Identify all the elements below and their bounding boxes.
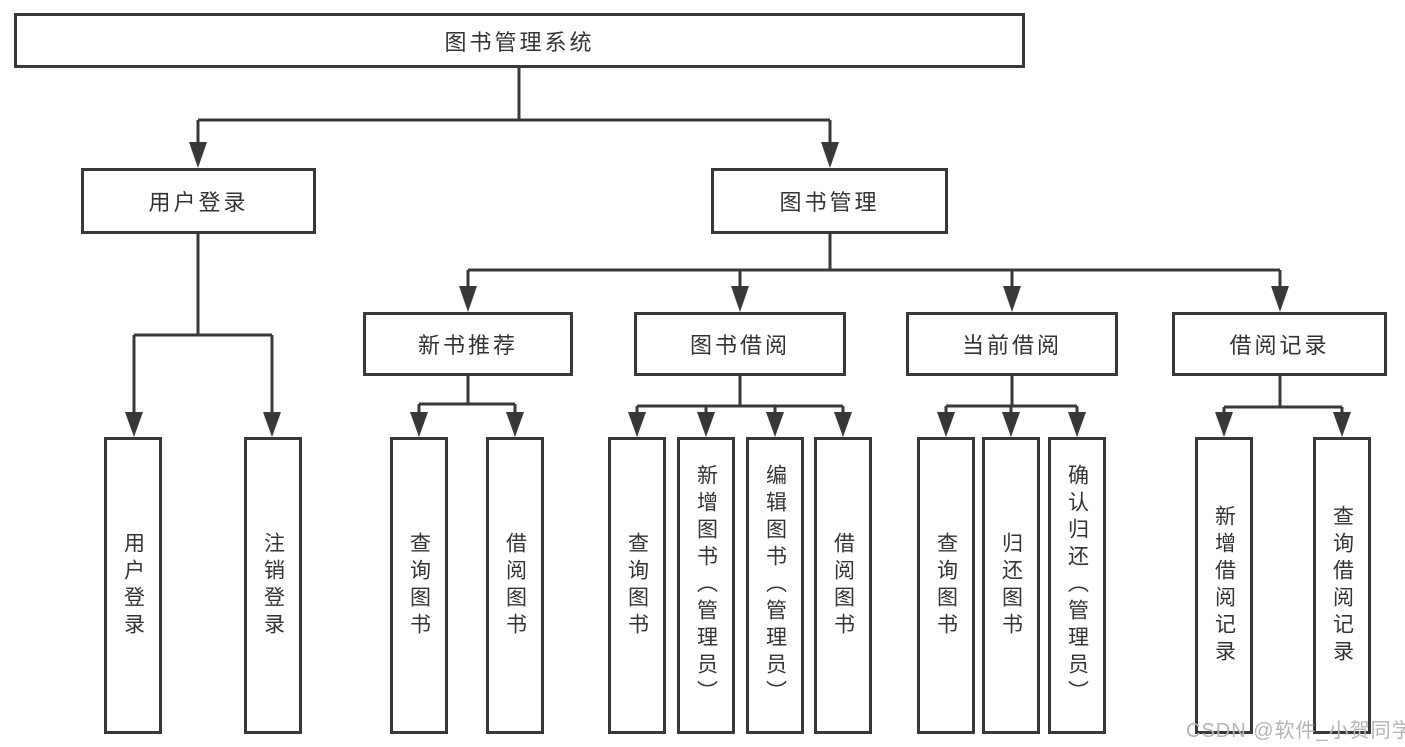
node-label: 借阅记录 <box>1229 333 1330 358</box>
node-user-login: 用户登录 <box>81 168 316 234</box>
node-label: 编辑图书（管理员） <box>763 464 787 707</box>
node-leaf-query-books-current: 查询图书 <box>917 437 975 734</box>
node-leaf-add-books-admin: 新增图书（管理员） <box>677 437 735 734</box>
node-label: 归还图书 <box>999 531 1023 640</box>
node-new-book-recommend: 新书推荐 <box>363 312 573 376</box>
node-label: 查询图书 <box>934 531 958 640</box>
node-book-borrowing: 图书借阅 <box>634 312 846 376</box>
node-leaf-edit-books-admin: 编辑图书（管理员） <box>746 437 804 734</box>
node-label: 图书管理 <box>779 190 880 215</box>
node-label: 新增图书（管理员） <box>694 464 718 707</box>
node-book-management: 图书管理 <box>711 168 948 234</box>
node-label: 图书管理系统 <box>444 29 595 55</box>
node-label: 用户登录 <box>148 190 249 215</box>
node-leaf-logout: 注销登录 <box>244 437 302 734</box>
node-label: 借阅图书 <box>503 531 527 640</box>
node-label: 图书借阅 <box>689 333 790 358</box>
csdn-watermark: CSDN @软件_小贺同学 <box>1186 720 1405 742</box>
node-label: 确认归还（管理员） <box>1065 464 1089 707</box>
node-label: 用户登录 <box>121 531 145 640</box>
node-label: 新书推荐 <box>417 333 518 358</box>
node-label: 注销登录 <box>261 531 285 640</box>
node-leaf-user-login: 用户登录 <box>104 437 162 734</box>
node-label: 查询借阅记录 <box>1330 504 1354 667</box>
node-leaf-borrow-books-recommend: 借阅图书 <box>486 437 544 734</box>
node-leaf-return-books: 归还图书 <box>982 437 1040 734</box>
node-label: 当前借阅 <box>961 333 1062 358</box>
node-label: 查询图书 <box>625 531 649 640</box>
node-current-borrowing: 当前借阅 <box>906 312 1118 376</box>
node-leaf-query-borrow-record: 查询借阅记录 <box>1313 437 1371 734</box>
node-leaf-add-borrow-record: 新增借阅记录 <box>1195 437 1253 734</box>
node-label: 借阅图书 <box>831 531 855 640</box>
node-leaf-query-books-borrowing: 查询图书 <box>608 437 666 734</box>
node-leaf-borrow-books: 借阅图书 <box>814 437 872 734</box>
node-label: 查询图书 <box>407 531 431 640</box>
node-leaf-confirm-return-admin: 确认归还（管理员） <box>1048 437 1106 734</box>
node-label: 新增借阅记录 <box>1212 504 1236 667</box>
node-borrowing-records: 借阅记录 <box>1172 312 1387 376</box>
node-leaf-query-books-recommend: 查询图书 <box>390 437 448 734</box>
node-root-library-management-system: 图书管理系统 <box>14 13 1025 68</box>
